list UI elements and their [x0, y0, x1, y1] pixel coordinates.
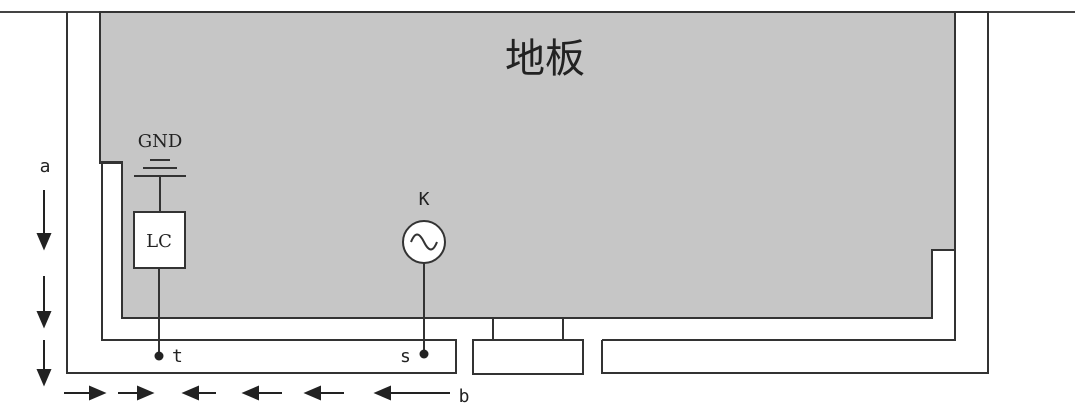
floor-label: 地板	[505, 36, 585, 82]
outer-frame-right	[563, 12, 956, 319]
down-arrows	[36, 190, 52, 387]
lc-box	[133, 211, 186, 269]
point-t-label: t	[172, 346, 183, 367]
outer-frame-left	[66, 12, 457, 374]
dir-a-label: a	[40, 156, 51, 177]
ac-wave	[410, 233, 438, 251]
point-t-dot	[154, 351, 164, 361]
ground-symbol-icon	[134, 159, 186, 212]
horizontal-arrows	[64, 385, 450, 401]
outer-frame-right-outer	[601, 11, 989, 374]
middle-connector-upper	[492, 317, 564, 341]
point-s-label: s	[400, 346, 411, 367]
source-label: K	[419, 189, 430, 210]
middle-block	[472, 339, 584, 375]
gnd-label: GND	[138, 131, 183, 152]
dir-b-label: b	[459, 386, 470, 407]
point-s-dot	[419, 349, 429, 359]
lc-label: LC	[146, 231, 172, 252]
